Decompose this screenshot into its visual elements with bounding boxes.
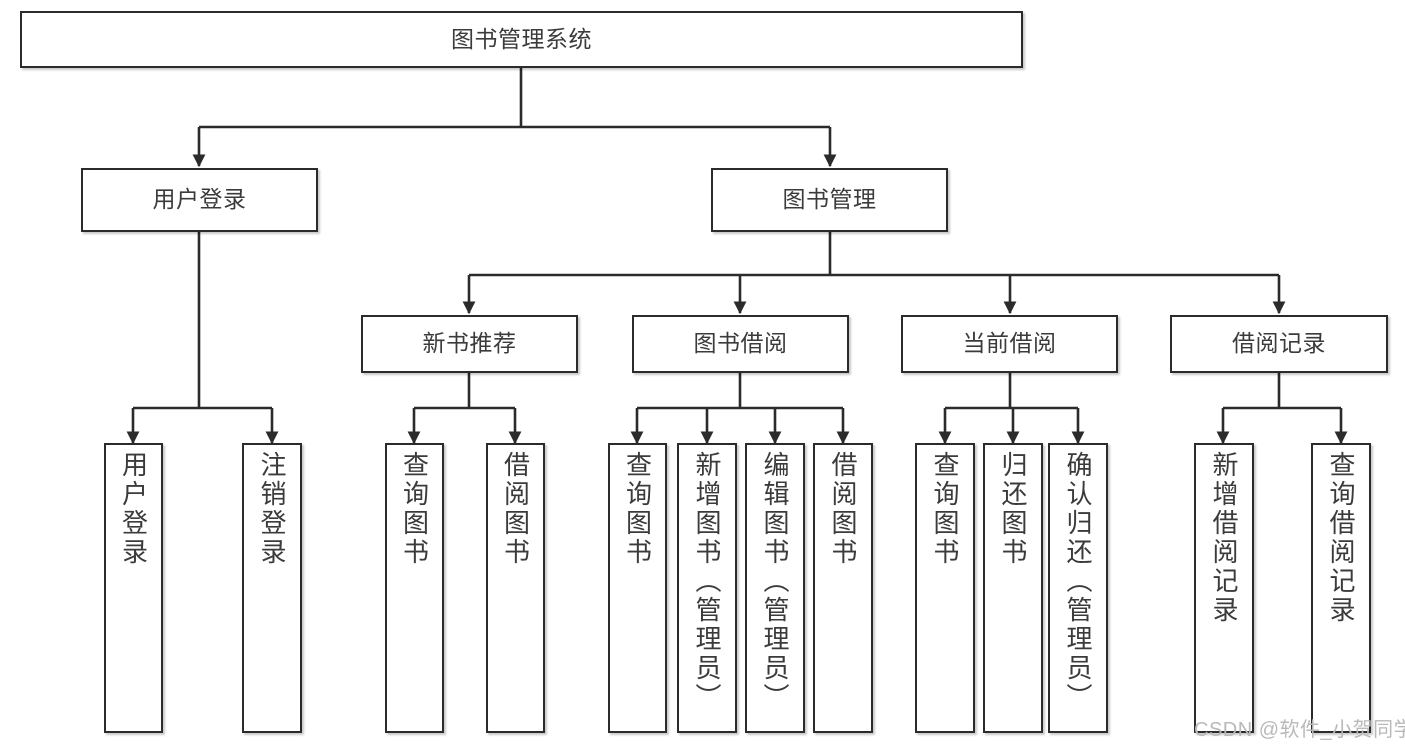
- node-current-borrow[interactable]: 当前借阅: [901, 315, 1118, 373]
- node-label: 用户登录: [118, 451, 149, 567]
- node-label: 编辑图书（管理员）: [760, 451, 790, 712]
- node-label: 图书管理系统: [451, 25, 592, 52]
- node-leaf-query-book-current[interactable]: 查询图书: [915, 443, 975, 733]
- node-user-login[interactable]: 用户登录: [81, 168, 318, 232]
- node-label: 借阅图书: [828, 451, 858, 567]
- node-leaf-query-book-newbook[interactable]: 查询图书: [385, 443, 444, 733]
- node-label: 借阅图书: [500, 451, 531, 567]
- node-leaf-query-book-borrow[interactable]: 查询图书: [608, 443, 667, 733]
- node-label: 查询图书: [622, 451, 653, 567]
- node-label: 查询图书: [930, 451, 960, 567]
- node-label: 查询借阅记录: [1326, 451, 1356, 625]
- node-leaf-add-borrow-record[interactable]: 新增借阅记录: [1194, 443, 1254, 733]
- node-leaf-return-book[interactable]: 归还图书: [983, 443, 1043, 733]
- node-borrow-record[interactable]: 借阅记录: [1170, 315, 1388, 373]
- node-leaf-borrow-book-newbook[interactable]: 借阅图书: [486, 443, 545, 733]
- node-label: 查询图书: [399, 451, 430, 567]
- node-leaf-add-book-admin[interactable]: 新增图书（管理员）: [677, 443, 737, 733]
- node-leaf-edit-book-admin[interactable]: 编辑图书（管理员）: [745, 443, 805, 733]
- watermark-text: CSDN @软件_小贺同学: [1194, 719, 1405, 741]
- node-label: 确认归还（管理员）: [1063, 451, 1093, 712]
- node-label: 借阅记录: [1232, 330, 1326, 357]
- node-label: 新书推荐: [422, 330, 517, 357]
- node-leaf-confirm-return-admin[interactable]: 确认归还（管理员）: [1048, 443, 1108, 733]
- node-label: 图书借阅: [693, 330, 788, 357]
- node-root-book-management-system[interactable]: 图书管理系统: [20, 11, 1023, 68]
- node-leaf-borrow-book[interactable]: 借阅图书: [813, 443, 873, 733]
- node-label: 图书管理: [782, 186, 877, 213]
- node-label: 当前借阅: [962, 330, 1057, 357]
- node-leaf-user-login[interactable]: 用户登录: [104, 443, 163, 733]
- node-book-borrow[interactable]: 图书借阅: [632, 315, 849, 373]
- node-label: 新增图书（管理员）: [692, 451, 722, 712]
- node-leaf-query-borrow-record[interactable]: 查询借阅记录: [1311, 443, 1371, 733]
- node-book-management[interactable]: 图书管理: [711, 168, 948, 232]
- node-label: 新增借阅记录: [1209, 451, 1239, 625]
- node-leaf-logout[interactable]: 注销登录: [242, 443, 302, 733]
- node-label: 注销登录: [257, 451, 287, 567]
- node-new-book-recommend[interactable]: 新书推荐: [361, 315, 578, 373]
- node-label: 归还图书: [998, 451, 1028, 567]
- node-label: 用户登录: [152, 186, 247, 213]
